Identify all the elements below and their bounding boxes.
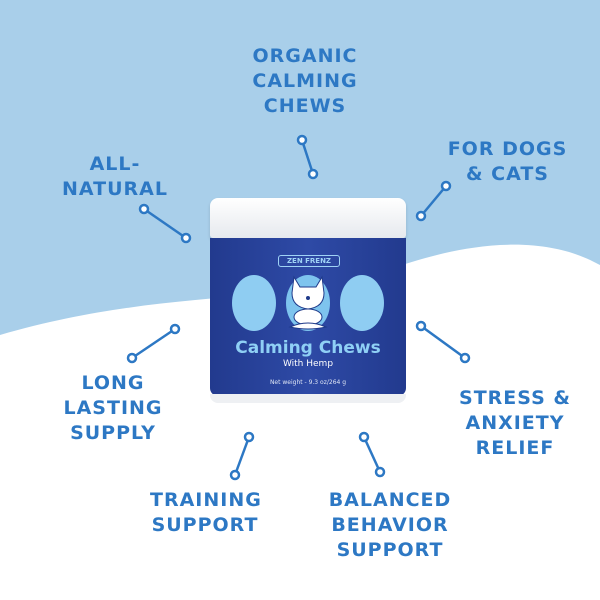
- jar-label: ZEN FRENZ Calming Chews With Hemp Net we…: [210, 238, 406, 396]
- connector-dogs-cats: [415, 180, 452, 222]
- meditating-dog-icon: [288, 275, 328, 330]
- decor-circle: [340, 275, 384, 331]
- feature-natural: All-Natural: [62, 153, 168, 200]
- jar-base: [210, 394, 406, 403]
- net-weight: Net weight - 9.3 oz/264 g: [269, 379, 347, 386]
- product-jar: ZEN FRENZ Calming Chews With Hemp Net we…: [210, 198, 406, 403]
- connector-training: [229, 431, 255, 481]
- connector-organic: [296, 134, 319, 180]
- feature-organic: Organic Calming Chews: [252, 45, 358, 117]
- feature-training: Training Support: [150, 489, 262, 536]
- feature-behavior: Balanced Behavior Support: [328, 489, 452, 561]
- feature-long-lasting: Long Lasting Supply: [63, 372, 163, 444]
- product-name: Calming Chews: [235, 338, 381, 358]
- connector-stress: [415, 320, 471, 364]
- jar-lid: [210, 198, 406, 238]
- feature-dogs-cats: For Dogs & Cats: [447, 138, 568, 185]
- decor-circle: [232, 275, 276, 331]
- connector-natural: [138, 203, 192, 244]
- feature-stress: Stress & Anxiety Relief: [459, 387, 571, 459]
- connector-long-lasting: [126, 323, 181, 364]
- connector-behavior: [358, 431, 386, 478]
- brand-logo: ZEN FRENZ: [278, 255, 340, 267]
- product-subtitle: With Hemp: [282, 359, 334, 369]
